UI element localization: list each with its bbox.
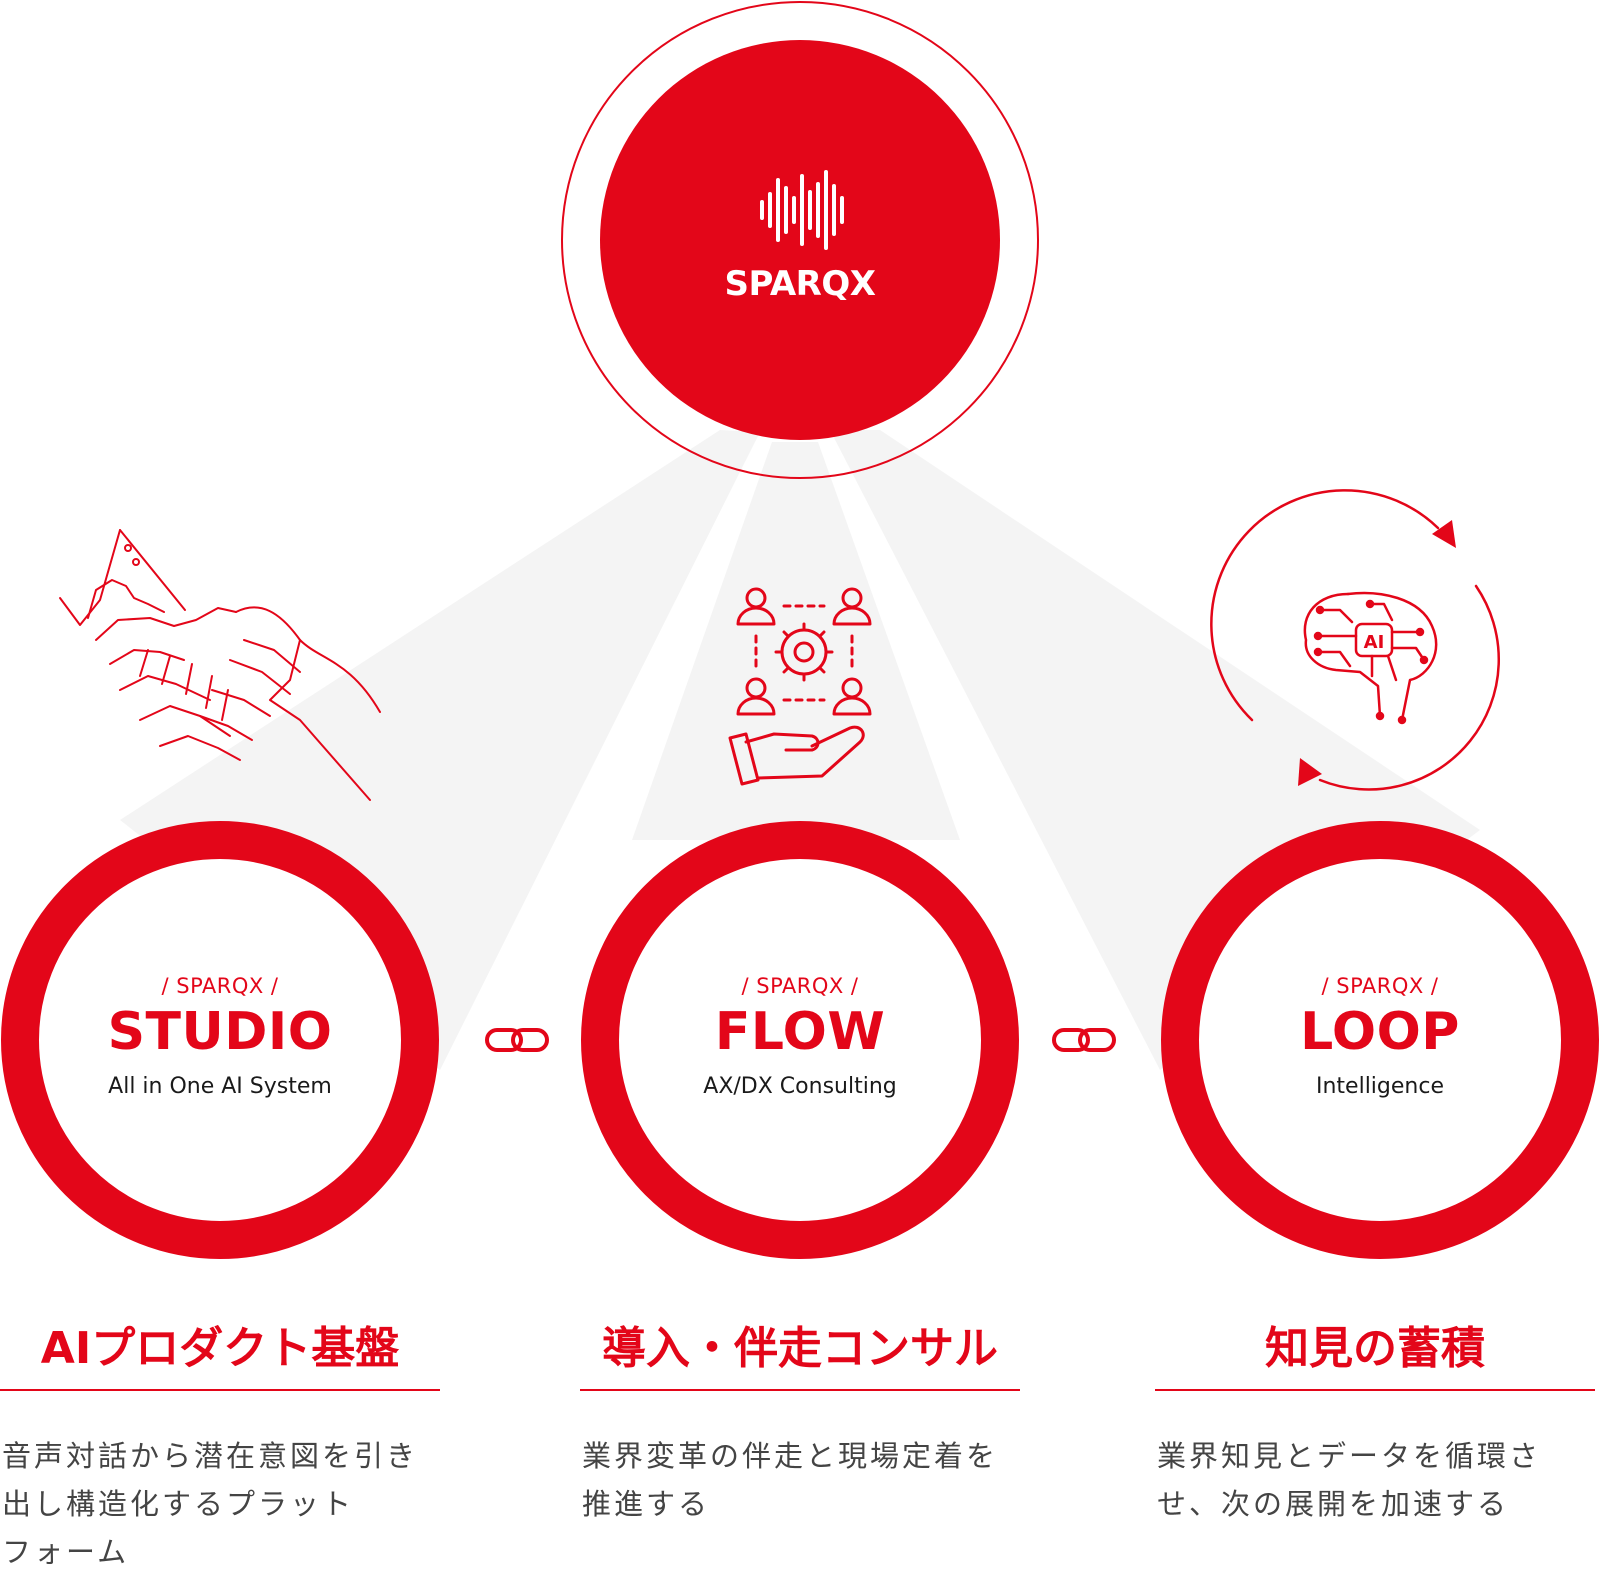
pillar-loop-label: / SPARQX / LOOP Intelligence	[1180, 974, 1580, 1099]
pillar-name: LOOP	[1300, 1002, 1460, 1062]
pillar-studio-description: 音声対話から潜在意図を引き 出し構造化するプラット フォーム	[2, 1439, 419, 1569]
beam-flow	[632, 442, 960, 840]
link-icon	[1052, 1028, 1116, 1052]
loop-ring	[1161, 821, 1599, 1259]
pillar-flow-description: 業界変革の伴走と現場定着を 推進する	[582, 1439, 999, 1521]
pillar-kicker: / SPARQX /	[1321, 974, 1439, 998]
pillar-flow-label: / SPARQX / FLOW AX/DX Consulting	[600, 974, 1000, 1099]
sound-wave-icon	[760, 170, 844, 250]
robot-human-handshake-icon	[59, 529, 381, 801]
team-gear-hand-icon	[728, 587, 872, 786]
loop-divider	[1155, 1389, 1595, 1391]
flow-divider	[580, 1389, 1020, 1391]
hub-brand-name: SPARQX	[724, 264, 876, 304]
hub-outer-ring	[561, 1, 1039, 479]
pillar-subtitle: All in One AI System	[108, 1074, 332, 1099]
svg-text:AI: AI	[1364, 632, 1385, 653]
pillar-name: FLOW	[714, 1002, 886, 1062]
pillar-subtitle: Intelligence	[1315, 1074, 1444, 1099]
pillar-name: STUDIO	[107, 1002, 333, 1062]
ai-brain-cycle-icon: AI	[1210, 489, 1501, 791]
pillar-studio-heading: AIプロダクト基盤	[40, 1323, 400, 1374]
studio-ring	[1, 821, 439, 1259]
flow-ring	[581, 821, 1019, 1259]
pillar-kicker: / SPARQX /	[161, 974, 279, 998]
studio-divider	[0, 1389, 440, 1391]
pillar-subtitle: AX/DX Consulting	[703, 1074, 897, 1099]
pillar-studio-label: / SPARQX / STUDIO All in One AI System	[20, 974, 420, 1099]
pillar-loop-description: 業界知見とデータを循環さ せ、次の展開を加速する	[1157, 1439, 1542, 1521]
link-icon	[485, 1028, 549, 1052]
pillar-flow-heading: 導入・伴走コンサル	[602, 1323, 998, 1374]
pillar-loop-heading: 知見の蓄積	[1265, 1323, 1485, 1374]
pillar-kicker: / SPARQX /	[741, 974, 859, 998]
